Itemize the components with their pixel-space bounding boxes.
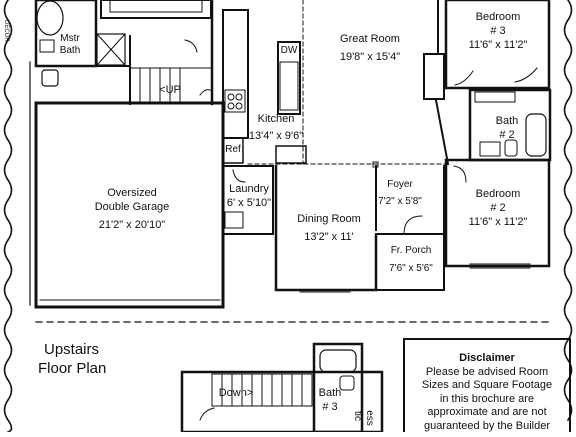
bath2-name: Bath (495, 115, 519, 127)
laundry-size: 6' x 5'10" (226, 197, 272, 209)
disclaimer-line: in this brochure are (439, 392, 535, 405)
disclaimer-box: Disclaimer Please be advised Room Sizes … (403, 338, 571, 432)
bedroom3-size: 11'6" x 11'2" (468, 39, 528, 51)
bath3-number: # 3 (322, 401, 338, 413)
wavy-border-left (3, 0, 13, 433)
porch-wall (375, 233, 445, 291)
garage-name: Oversized (107, 187, 157, 199)
disclaimer-title: Disclaimer (459, 352, 515, 364)
ref-text: Ref (225, 144, 241, 155)
garage-name2: Double Garage (94, 201, 170, 213)
fireplace (423, 53, 445, 100)
laundry-name: Laundry (229, 183, 269, 195)
bedroom2-label: Bedroom # 2 11'6" x 11'2" (462, 187, 534, 229)
great-room-label: Great Room 19'8" x 15'4" (330, 32, 410, 64)
porch-size: 7'6" x 5'6" (389, 263, 433, 274)
foyer-name: Foyer (387, 179, 413, 190)
kitchen-label: Kitchen 13'4" x 9'6" (244, 112, 308, 143)
mstr-bath-label: Mstr Bath (54, 33, 86, 57)
disclaimer-line: Please be advised Room (425, 365, 549, 378)
bath3-name: Bath (318, 387, 342, 399)
ref-box (222, 137, 244, 164)
up-text: <UP (159, 84, 181, 96)
dw-text: DW (280, 45, 298, 56)
bedroom2-size: 11'6" x 11'2" (468, 216, 528, 228)
foyer-label: Foyer 7'2" x 5'8" (376, 178, 424, 209)
porch-label: Fr. Porch 7'6" x 5'6" (380, 244, 442, 276)
garage-size: 21'2" x 20'10" (98, 219, 166, 231)
access-text: ess (364, 410, 375, 426)
bedroom2-wall (444, 158, 551, 268)
wavy-border-right (563, 0, 573, 422)
laundry-label: Laundry 6' x 5'10" (224, 182, 274, 210)
bath3-label: Bath # 3 (316, 386, 344, 414)
bath2-tub (525, 113, 547, 157)
upstairs-line1: Upstairs (44, 341, 100, 358)
ref-label: Ref (223, 143, 243, 157)
bedroom3-label: Bedroom # 3 11'6" x 11'2" (462, 10, 534, 52)
bedroom3-number: # 3 (490, 25, 506, 37)
dining-name: Dining Room (297, 213, 361, 225)
great-room-name: Great Room (340, 33, 400, 45)
great-room-size: 19'8" x 15'4" (339, 51, 401, 63)
mstr-bath-name2: Bath (59, 45, 81, 56)
dining-size: 13'2" x 11' (304, 231, 354, 243)
foyer-size: 7'2" x 5'8" (378, 196, 422, 207)
upstairs-line2: Floor Plan (38, 360, 107, 377)
bedroom2-name: Bedroom (475, 188, 521, 200)
bedroom2-number: # 2 (490, 202, 506, 214)
disclaimer-line: guaranteed by the Builder (424, 419, 550, 432)
dw-label: DW (278, 44, 300, 58)
svg-text:DECOR: DECOR (3, 20, 9, 42)
up-label: <UP (152, 83, 188, 97)
disclaimer-line: approximate and are not (427, 406, 547, 418)
down-label: Down> (214, 386, 258, 400)
down-text: Down> (218, 387, 254, 399)
kitchen-size: 13'4" x 9'6" (248, 130, 304, 142)
upstairs-title: Upstairs Floor Plan (38, 340, 138, 378)
laundry-wall (222, 165, 274, 235)
bath2-number: # 2 (499, 129, 515, 141)
kitchen-name: Kitchen (257, 113, 295, 125)
access-partial-label: ess (362, 408, 376, 428)
bedroom3-name: Bedroom (475, 11, 521, 23)
garage-label: Oversized Double Garage 21'2" x 20'10" (82, 186, 182, 232)
mstr-bath-name: Mstr (60, 33, 80, 44)
stairs-upstairs (211, 373, 313, 407)
toilet (41, 69, 59, 87)
tub (36, 0, 64, 36)
disclaimer-line: Sizes and Square Footage (421, 379, 553, 391)
porch-name: Fr. Porch (390, 245, 432, 256)
bath2-label: Bath # 2 (488, 114, 526, 142)
dining-label: Dining Room 13'2" x 11' (292, 212, 366, 244)
island (277, 41, 301, 115)
